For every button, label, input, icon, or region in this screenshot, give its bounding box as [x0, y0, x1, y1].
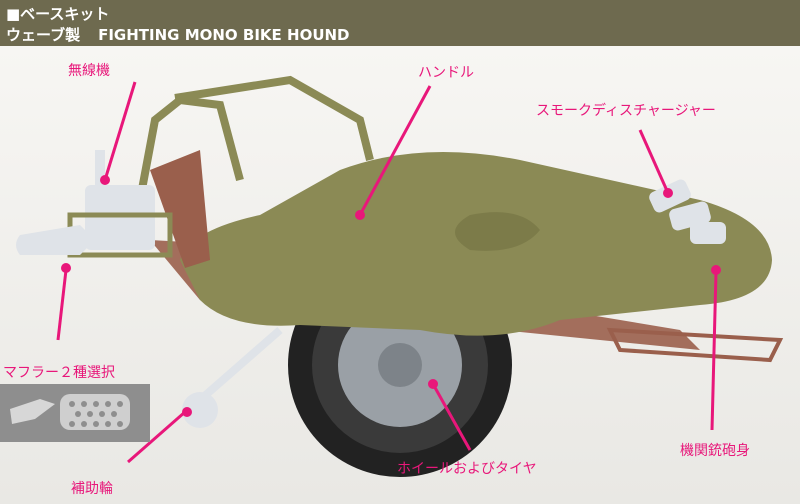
- handle-bar: [174, 75, 374, 161]
- seat-back: [150, 150, 210, 268]
- front-nose: [455, 212, 540, 251]
- banner-title: ■ベースキット: [6, 5, 110, 23]
- wheel-callout-line: [431, 383, 472, 451]
- muffler: [16, 225, 95, 255]
- label-muffler: マフラー２種選択: [3, 365, 115, 381]
- smoke-callout-line: [638, 129, 670, 194]
- muffler-callout-line: [56, 269, 68, 341]
- label-gun-barrel: 機関銃砲身: [680, 443, 750, 459]
- aux-wheel: [182, 326, 283, 428]
- muffler-options-inset: [0, 384, 150, 442]
- label-smoke-discharger: スモークディスチャージャー: [536, 103, 716, 119]
- title-banner: ■ベースキット ウェーブ製 FIGHTING MONO BIKE HOUND: [0, 0, 800, 46]
- banner-maker: ウェーブ製: [6, 26, 81, 44]
- gun-stand: [606, 327, 784, 363]
- label-radio: 無線機: [68, 63, 110, 79]
- label-wheel-tire: ホイールおよびタイヤ: [397, 461, 537, 477]
- handle-callout-line: [358, 85, 432, 216]
- muffler-options-image: [10, 394, 130, 430]
- aux-callout-line: [127, 410, 186, 464]
- label-handle: ハンドル: [418, 65, 474, 81]
- banner-subtitle: ウェーブ製 FIGHTING MONO BIKE HOUND: [6, 24, 350, 45]
- label-aux-wheel: 補助輪: [71, 481, 113, 497]
- gun-callout-line: [710, 271, 718, 431]
- radio-callout-line: [103, 81, 137, 181]
- banner-product: FIGHTING MONO BIKE HOUND: [98, 26, 350, 44]
